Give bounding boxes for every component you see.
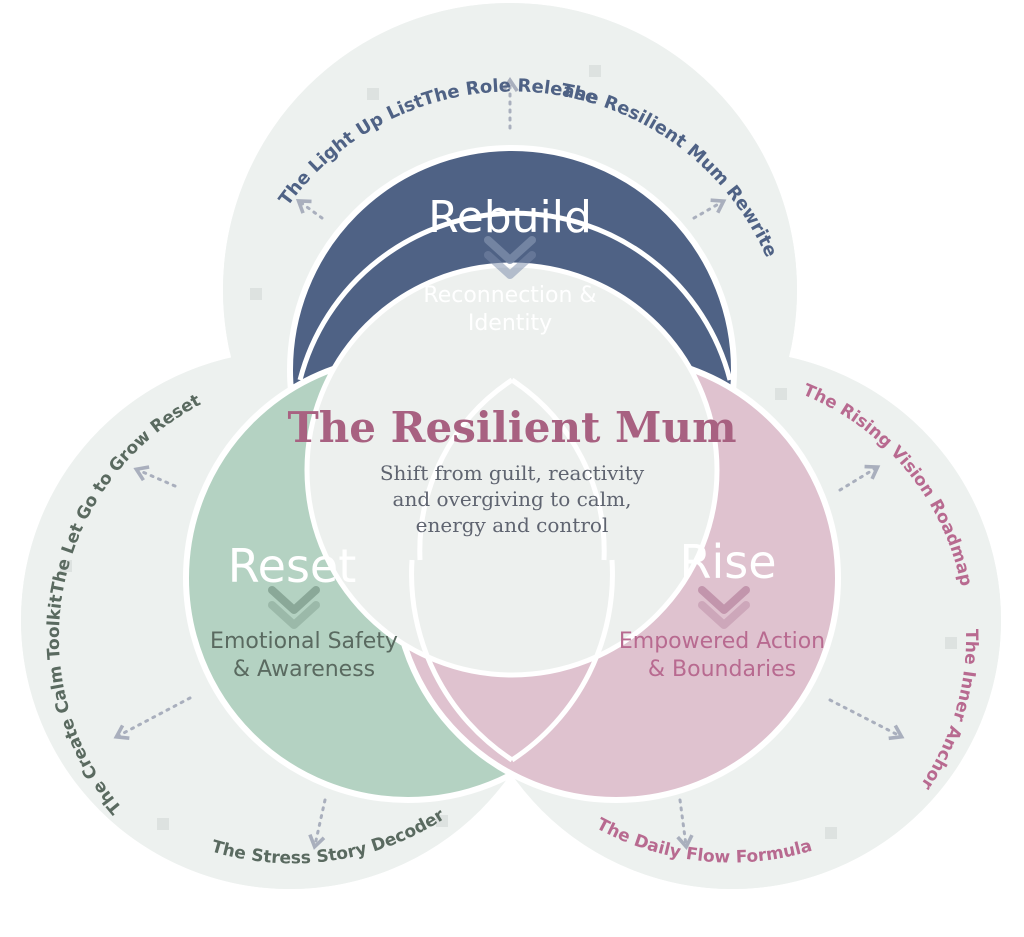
diagram-title: The Resilient Mum: [287, 403, 736, 452]
pillar-name-reset: Reset: [228, 539, 357, 593]
pillar-name-rebuild: Rebuild: [428, 192, 592, 243]
chevron-down-icon: [268, 586, 320, 629]
chevron-down-icon: [484, 236, 536, 279]
pillar-desc-rebuild: Identity: [468, 311, 552, 336]
pillar-desc-rebuild: Reconnection &: [423, 283, 596, 308]
pillar-name-rise: Rise: [679, 535, 776, 589]
pillar-desc-rise: Empowered Action: [619, 629, 825, 654]
chevron-down-icon: [698, 586, 750, 629]
overlap-lines: [297, 210, 733, 763]
diagram-subtitle: energy and control: [416, 513, 609, 537]
pillar-desc-reset: & Awareness: [233, 657, 375, 682]
pillar-desc-reset: Emotional Safety: [210, 629, 398, 654]
tool-arrows: [113, 76, 905, 851]
diagram-subtitle: Shift from guilt, reactivity: [380, 461, 645, 485]
pillar-desc-rise: & Boundaries: [648, 657, 796, 682]
bullet-squares: [60, 65, 957, 839]
diagram-subtitle: and overgiving to calm,: [393, 487, 632, 511]
